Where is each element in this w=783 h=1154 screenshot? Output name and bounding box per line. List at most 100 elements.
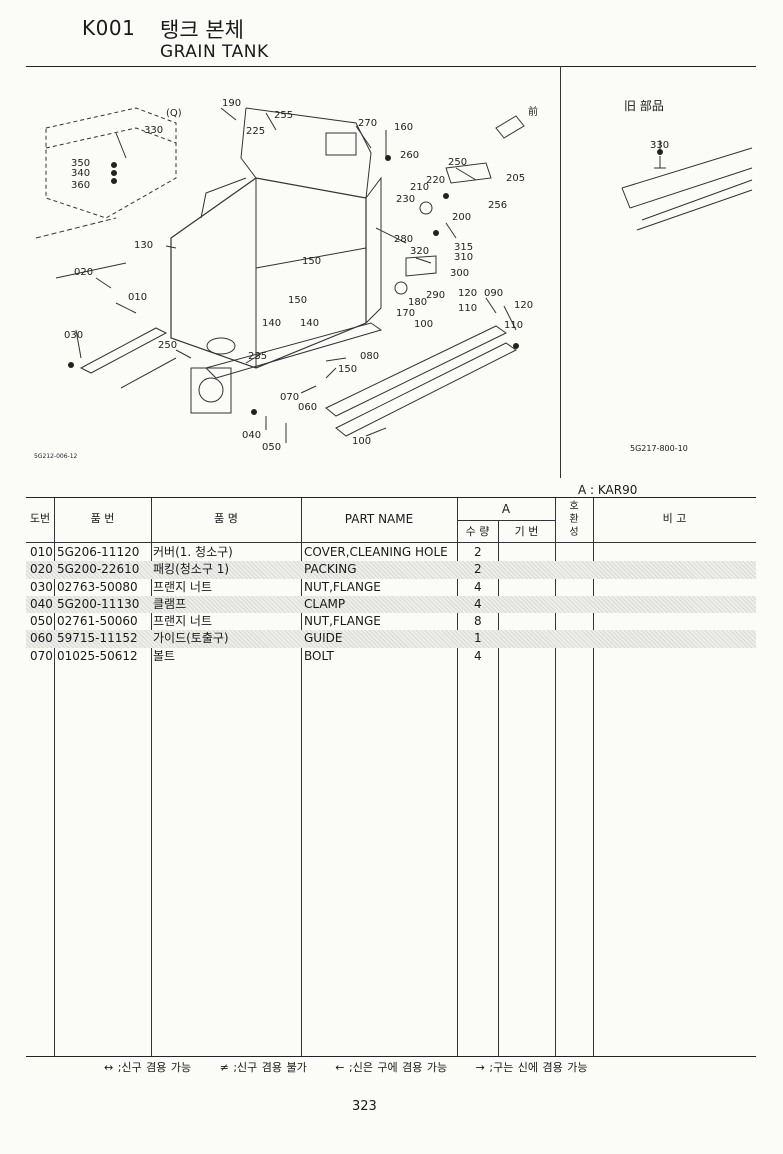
callout-315: 315 [454,242,473,253]
table-row[interactable]: 060 59715-11152 가이드(토출구) GUIDE 1 [26,630,756,648]
table-row[interactable]: 010 5G206-11120 커버(1. 청소구) COVER,CLEANIN… [26,544,756,561]
callout-256: 256 [488,200,507,211]
row-name-en: BOLT [304,648,334,663]
callout-340: 340 [71,168,90,179]
callout-320: 320 [410,246,429,257]
col-header-qty: 수 량 [465,525,490,538]
row-name-ko: 프랜지 너트 [153,614,213,629]
header-rule [26,66,756,67]
legend-item: ← ;신은 구에 겸용 가능 [335,1061,448,1074]
row-name-ko: 가이드(토출구) [153,631,229,646]
old-part-inset: 330 [621,140,753,231]
callout-360: 360 [71,180,90,191]
col-divider [301,498,302,1056]
col-divider [593,498,594,1056]
callout-250: 250 [158,340,177,351]
callout-050: 050 [262,442,281,453]
callout-280: 280 [394,234,413,245]
table-top-rule [26,497,756,498]
legend-item: ≠ ;신구 겸용 불가 [219,1061,307,1074]
row-part-no: 02761-50060 [57,614,138,629]
row-no: 030 [30,579,53,594]
callout-140: 140 [300,318,319,329]
callout-230: 230 [396,194,415,205]
row-name-ko: 커버(1. 청소구) [153,545,233,559]
row-part-no: 59715-11152 [57,631,138,646]
table-bottom-rule [26,1056,756,1057]
callout-100: 100 [352,436,371,447]
callout-150: 150 [302,256,321,267]
callout-300: 300 [450,268,469,279]
legend-item: ↔ ;신구 겸용 가능 [104,1061,192,1074]
callout-190: 190 [222,98,241,109]
row-no: 010 [30,545,53,559]
callout-235: 235 [248,351,267,362]
row-no: 060 [30,631,53,646]
callout-200: 200 [452,212,471,223]
row-no: 050 [30,614,53,629]
table-row[interactable]: 040 5G200-11130 클램프 CLAMP 4 [26,595,756,614]
col-divider [54,498,55,1056]
table-row[interactable]: 020 5G200-22610 패킹(청소구 1) PACKING 2 [26,561,756,579]
row-no: 070 [30,648,53,663]
row-part-no: 02763-50080 [57,579,138,594]
callout-160: 160 [394,122,413,133]
callout-260: 260 [400,150,419,161]
callout-150: 150 [288,295,307,306]
table-row[interactable]: 030 02763-50080 프랜지 너트 NUT,FLANGE 4 [26,579,756,596]
callout-030: 030 [64,330,83,341]
section-code: K001 [82,16,136,40]
row-name-ko: 클램프 [153,596,187,611]
callout-110: 110 [458,303,477,314]
callout-290: 290 [426,290,445,301]
callout-350: 350 [71,158,90,169]
inset-drawing-code: 5G217-800-10 [630,444,688,453]
page-number: 323 [352,1099,377,1114]
row-name-en: COVER,CLEANING HOLE [304,545,448,559]
row-qty: 2 [474,545,482,559]
inset-callout: 330 [650,140,669,151]
diagram-code-left: 5G212-006-12 [34,453,78,460]
callout-270: 270 [358,118,377,129]
callout-120: 120 [514,300,533,311]
callout-090: 090 [484,288,503,299]
callout-040: 040 [242,430,261,441]
interchange-legend: ↔ ;신구 겸용 가능 ≠ ;신구 겸용 불가 ← ;신은 구에 겸용 가능 →… [104,1059,612,1075]
row-qty: 1 [474,631,482,646]
callout-100: 100 [414,319,433,330]
header-bottom-rule [26,542,756,543]
table-row[interactable]: 070 01025-50612 볼트 BOLT 4 [26,648,756,665]
row-part-no: 5G200-11130 [57,596,140,611]
callout-060: 060 [298,402,317,413]
callout-310: 310 [454,252,473,263]
row-part-no: 01025-50612 [57,648,138,663]
row-part-no: 5G200-22610 [57,562,140,577]
callout-205: 205 [506,173,525,184]
callout-250: 250 [448,157,467,168]
row-name-ko: 볼트 [153,648,176,663]
row-name-en: CLAMP [304,596,346,611]
callout-070: 070 [280,392,299,403]
parts-table-rows: 010 5G206-11120 커버(1. 청소구) COVER,CLEANIN… [26,544,756,665]
callout-120: 120 [458,288,477,299]
row-no: 040 [30,596,53,611]
callout-180: 180 [408,297,427,308]
row-qty: 4 [474,648,482,663]
old-parts-label: 旧 部品 [624,99,664,113]
page-title-korean: 탱크 본체 [160,18,244,42]
col-divider [457,498,458,1056]
front-marker: 前 [528,105,538,118]
callout-225: 225 [246,126,265,137]
table-row[interactable]: 050 02761-50060 프랜지 너트 NUT,FLANGE 8 [26,613,756,630]
diagram-divider [560,66,561,478]
callout-140: 140 [262,318,281,329]
page-title-english: GRAIN TANK [160,42,269,62]
callout-170: 170 [396,308,415,319]
col-header-part-no: 품 번 [90,512,115,525]
callout-330: 330 [144,125,163,136]
row-name-en: PACKING [304,562,357,577]
callout-110: 110 [504,320,523,331]
row-no: 020 [30,562,53,577]
col-header-remark: 비 고 [662,512,687,525]
col-header-std: 기 번 [514,525,539,538]
